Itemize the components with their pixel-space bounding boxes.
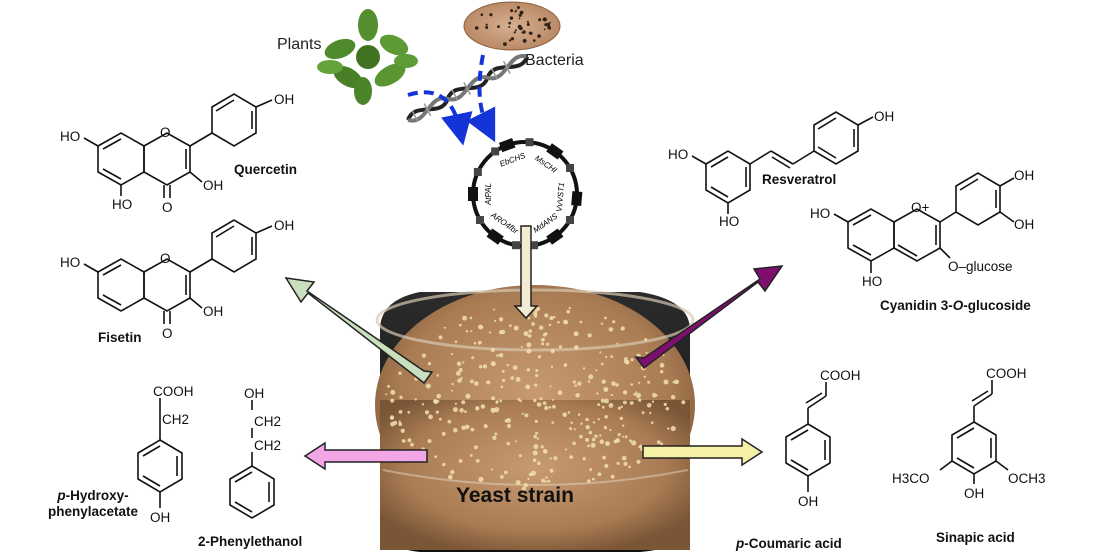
fisetin-label: Fisetin — [98, 330, 142, 345]
arrow-to-coumaric — [642, 437, 764, 467]
hpa-ch2: CH2 — [162, 412, 189, 427]
phenylethanol-label: 2-Phenylethanol — [198, 534, 303, 549]
bacteria-label: Bacteria — [525, 52, 584, 69]
resveratrol-oh: OH — [874, 109, 894, 124]
plasmid-marker-block — [511, 241, 520, 250]
quercetin-structure — [83, 93, 273, 198]
plasmid-gene-block — [498, 138, 516, 153]
plasmid-marker-block — [491, 147, 500, 156]
sinapic-oh: OH — [964, 486, 984, 501]
sinapic-cooh: COOH — [986, 366, 1027, 381]
coumaric-cooh: COOH — [820, 368, 861, 383]
cyanidin-oh-2: OH — [1014, 217, 1034, 232]
arrow-to-fisetin — [284, 277, 434, 385]
quercetin-oh-top: OH — [274, 92, 294, 107]
arrow-to-phenylethanol — [303, 441, 428, 471]
phenylethanol-structure — [229, 400, 275, 519]
sinapic-och3: OCH3 — [1008, 471, 1046, 486]
hpa-oh: OH — [150, 510, 170, 525]
quercetin-ring-o: O — [160, 125, 171, 140]
plasmid-gene-block — [546, 143, 564, 160]
bacteria-plate — [463, 1, 561, 51]
dna-helix-icon — [406, 54, 530, 123]
quercetin-label: Quercetin — [234, 162, 298, 177]
fisetin-oh-top: OH — [274, 218, 294, 233]
quercetin-ho-bottom: HO — [112, 197, 132, 212]
cyanidin-ho-1: HO — [810, 206, 830, 221]
yeast-colonies — [385, 306, 686, 494]
atom-labels: OH HO O HO OH O OH HO O OH O OH HO HO OH… — [60, 92, 1046, 525]
coumaric-structure — [785, 382, 831, 492]
plasmid-marker-block — [566, 216, 575, 224]
pe-ch2-1: CH2 — [254, 414, 281, 429]
quercetin-oh-3: OH — [203, 178, 223, 193]
plasmid-marker-block — [475, 216, 484, 224]
fisetin-keto-o: O — [162, 326, 173, 341]
sinapic-h3co: H3CO — [892, 471, 930, 486]
resveratrol-ho-2: HO — [719, 214, 739, 229]
fisetin-ho: HO — [60, 255, 80, 270]
fisetin-structure — [83, 219, 273, 324]
cyanidin-structure — [833, 172, 1015, 273]
sinapic-structure — [939, 380, 1009, 484]
coumaric-oh: OH — [798, 494, 818, 509]
cyanidin-o-plus: O+ — [911, 200, 930, 215]
plants-label: Plants — [277, 36, 322, 53]
hydroxyphenylacetate-structure — [137, 398, 183, 508]
gene-transfer-arrows — [407, 54, 496, 146]
plasmid-marker-block — [530, 241, 539, 250]
plasmid-marker-block — [525, 138, 534, 147]
plasmid-gene-block — [486, 228, 504, 245]
molecule-structures — [83, 93, 1015, 519]
resveratrol-label: Resveratrol — [762, 172, 837, 187]
plasmid-marker-block — [473, 168, 482, 177]
cyanidin-o-glucose: O–glucose — [948, 259, 1013, 274]
sinapic-label: Sinapic acid — [936, 530, 1015, 545]
plasmid-gene-block — [546, 228, 564, 245]
pe-oh: OH — [244, 386, 264, 401]
plant-illustration — [317, 9, 418, 105]
hydroxyphenylacetate-label: p-Hydroxy- phenylacetate — [48, 488, 139, 519]
resveratrol-ho-1: HO — [668, 147, 688, 162]
quercetin-keto-o: O — [162, 200, 173, 215]
pe-ch2-2: CH2 — [254, 438, 281, 453]
yeast-strain-label: Yeast strain — [456, 484, 574, 507]
yeast-plate — [375, 285, 695, 552]
plasmid-gene-label: AtPAL — [484, 183, 493, 206]
fisetin-oh-3: OH — [203, 304, 223, 319]
plasmid-gene-label: EbCHS — [498, 151, 527, 169]
arrow-to-yeast — [513, 225, 539, 320]
coumaric-label: p-Coumaric acid — [736, 536, 842, 551]
cyanidin-ho-2: HO — [862, 274, 882, 289]
plasmid-gene-block — [571, 191, 583, 206]
cyanidin-label: Cyanidin 3-O-glucoside — [880, 298, 1031, 313]
arrow-to-anthocyanin — [634, 265, 784, 370]
plasmid-gene-label: VvVST1 — [555, 182, 567, 212]
fisetin-ring-o: O — [160, 251, 171, 266]
hpa-cooh: COOH — [153, 384, 194, 399]
plasmid-marker-block — [566, 164, 575, 172]
quercetin-ho: HO — [60, 129, 80, 144]
cyanidin-oh-1: OH — [1014, 168, 1034, 183]
plasmid-gene-block — [468, 187, 478, 201]
resveratrol-structure — [691, 111, 874, 214]
